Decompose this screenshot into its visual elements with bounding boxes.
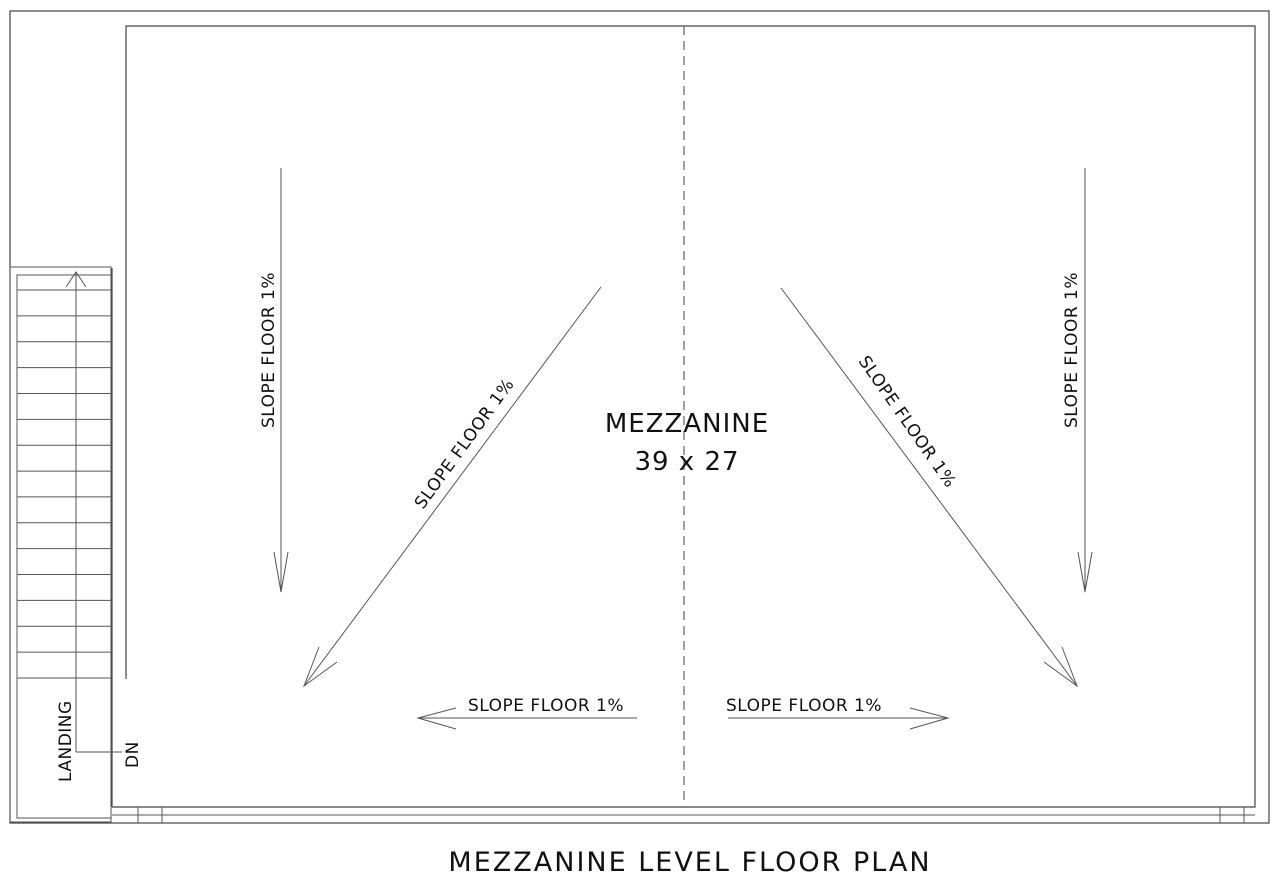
slope-label-left-vertical: SLOPE FLOOR 1% [259, 272, 279, 428]
room-size: 39 x 27 [634, 447, 739, 477]
slope-label-bottom-left: SLOPE FLOOR 1% [468, 696, 624, 716]
left-diagonal-arrowhead [302, 646, 338, 688]
stair-arrowhead [65, 271, 87, 288]
right-diagonal-arrow [780, 287, 1078, 687]
slope-label-right-vertical: SLOPE FLOOR 1% [1062, 272, 1082, 428]
slope-labels: SLOPE FLOOR 1% SLOPE FLOOR 1% SLOPE FLOO… [259, 272, 1082, 716]
slope-label-right-diagonal: SLOPE FLOOR 1% [854, 352, 960, 491]
landing-label: LANDING [56, 700, 76, 782]
left-diagonal-arrow [303, 286, 602, 687]
inner-wall [112, 25, 1256, 808]
stair-treads [17, 289, 111, 679]
bottom-right-arrowhead [909, 707, 950, 730]
right-diagonal-arrowhead [1043, 646, 1079, 688]
right-vertical-arrowhead [1077, 551, 1093, 593]
slope-arrows [273, 168, 1093, 730]
slope-label-left-diagonal: SLOPE FLOOR 1% [411, 375, 519, 513]
room-name: MEZZANINE [605, 409, 769, 439]
stair: LANDING DN [9, 266, 143, 823]
slope-label-bottom-right: SLOPE FLOOR 1% [726, 696, 882, 716]
stair-inner-outline [16, 274, 112, 819]
dn-label: DN [123, 741, 143, 768]
drawing-title: MEZZANINE LEVEL FLOOR PLAN [448, 847, 931, 878]
left-vertical-arrowhead [273, 551, 289, 593]
bottom-left-arrowhead [416, 707, 457, 730]
